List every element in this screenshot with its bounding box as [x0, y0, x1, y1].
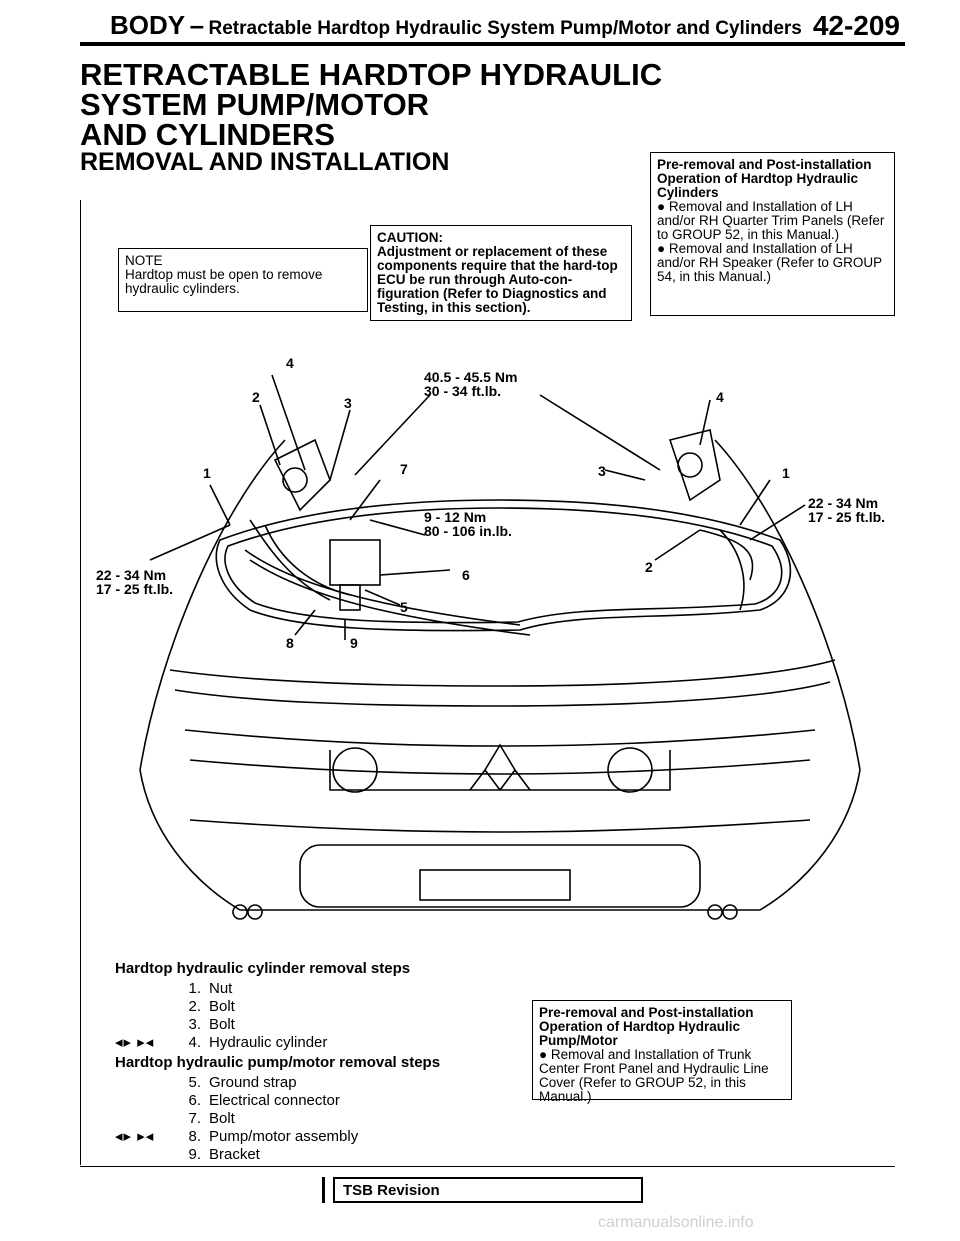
section-subtitle: REMOVAL AND INSTALLATION	[80, 148, 450, 176]
list-item: 1.Nut	[188, 980, 233, 997]
torque-mid-in: 80 - 106 in.lb.	[424, 523, 512, 539]
caution-heading: CAUTION:	[377, 230, 443, 245]
torque-mid-nm: 9 - 12 Nm	[424, 509, 487, 525]
pre-cylinders-item: ● Removal and Installation of LH and/or …	[657, 199, 885, 242]
list-item: 3.Bolt	[188, 1016, 235, 1033]
bottom-rule	[80, 1166, 895, 1167]
callout-label: 2	[645, 559, 653, 575]
note-box: NOTE Hardtop must be open to remove hydr…	[118, 248, 368, 312]
callout-label: 5	[400, 599, 408, 615]
cylinder-steps-heading: Hardtop hydraulic cylinder removal steps	[115, 960, 411, 977]
pre-removal-cylinders-box: Pre-removal and Post-installation Operat…	[650, 152, 895, 316]
hardtop-hydraulic-diagram	[139, 374, 861, 920]
bullet-icon: ●	[657, 199, 669, 214]
header-dash: –	[189, 10, 205, 40]
list-item: ◂▸ ▸◂4.Hydraulic cylinder	[115, 1034, 328, 1051]
header-subtitle: Retractable Hardtop Hydraulic System Pum…	[208, 18, 802, 39]
note-text: Hardtop must be open to remove hydraulic…	[125, 267, 323, 296]
pre-cylinders-item: ● Removal and Installation of LH and/or …	[657, 241, 882, 284]
callout-label: 1	[203, 465, 211, 481]
list-item: 6.Electrical connector	[188, 1092, 340, 1109]
torque-left-ft: 17 - 25 ft.lb.	[96, 581, 174, 597]
pre-removal-pump-box: Pre-removal and Post-installation Operat…	[532, 1000, 792, 1104]
callout-label: 7	[400, 461, 408, 477]
callout-label: 2	[252, 389, 260, 405]
list-item: 9.Bracket	[188, 1146, 260, 1163]
tsb-revision-box: TSB Revision	[333, 1177, 643, 1203]
list-item: ◂▸ ▸◂8.Pump/motor assembly	[115, 1128, 359, 1145]
torque-right-nm: 22 - 34 Nm	[808, 495, 879, 511]
list-item: 7.Bolt	[188, 1110, 235, 1127]
watermark: carmanualsonline.info	[598, 1214, 754, 1231]
callout-label: 9	[350, 635, 358, 651]
torque-right-ft: 17 - 25 ft.lb.	[808, 509, 886, 525]
callout-label: 4	[716, 389, 724, 405]
pre-pump-item: ● Removal and Installation of Trunk Cent…	[539, 1047, 769, 1104]
list-item: 2.Bolt	[188, 998, 235, 1015]
pre-pump-heading: Pre-removal and Post-installation Operat…	[539, 1005, 754, 1048]
callout-label: 8	[286, 635, 294, 651]
removal-steps: Hardtop hydraulic cylinder removal steps…	[115, 958, 440, 1164]
callout-label: 4	[286, 355, 294, 371]
bullet-icon: ●	[539, 1047, 551, 1062]
header-section: BODY	[110, 10, 186, 40]
torque-left-nm: 22 - 34 Nm	[96, 567, 167, 583]
service-marker-icon: ◂▸ ▸◂	[115, 1128, 155, 1145]
header-rule	[80, 42, 905, 46]
callout-label: 1	[782, 465, 790, 481]
callout-label: 3	[344, 395, 352, 411]
pre-cylinders-heading: Pre-removal and Post-installation Operat…	[657, 157, 872, 200]
title-line: RETRACTABLE HARDTOP HYDRAULIC	[80, 57, 663, 92]
torque-top-nm: 40.5 - 45.5 Nm	[424, 369, 518, 385]
service-marker-icon: ◂▸ ▸◂	[115, 1034, 155, 1051]
title-line: SYSTEM PUMP/MOTOR	[80, 87, 430, 122]
list-item: 5.Ground strap	[188, 1074, 297, 1091]
caution-text: Adjustment or replacement of these compo…	[377, 244, 618, 315]
page-header: BODY – Retractable Hardtop Hydraulic Sys…	[110, 10, 900, 41]
page-title: RETRACTABLE HARDTOP HYDRAULIC SYSTEM PUM…	[80, 57, 663, 152]
callout-label: 6	[462, 567, 470, 583]
torque-top-ft: 30 - 34 ft.lb.	[424, 383, 502, 399]
callout-label: 3	[598, 463, 606, 479]
note-heading: NOTE	[125, 253, 163, 268]
caution-box: CAUTION: Adjustment or replacement of th…	[370, 225, 632, 321]
title-line: AND CYLINDERS	[80, 117, 335, 152]
page-number: 42-209	[812, 10, 900, 41]
left-margin-rule	[80, 200, 81, 1165]
bullet-icon: ●	[657, 241, 669, 256]
tsb-tick	[322, 1177, 325, 1203]
pump-steps-heading: Hardtop hydraulic pump/motor removal ste…	[115, 1054, 441, 1071]
